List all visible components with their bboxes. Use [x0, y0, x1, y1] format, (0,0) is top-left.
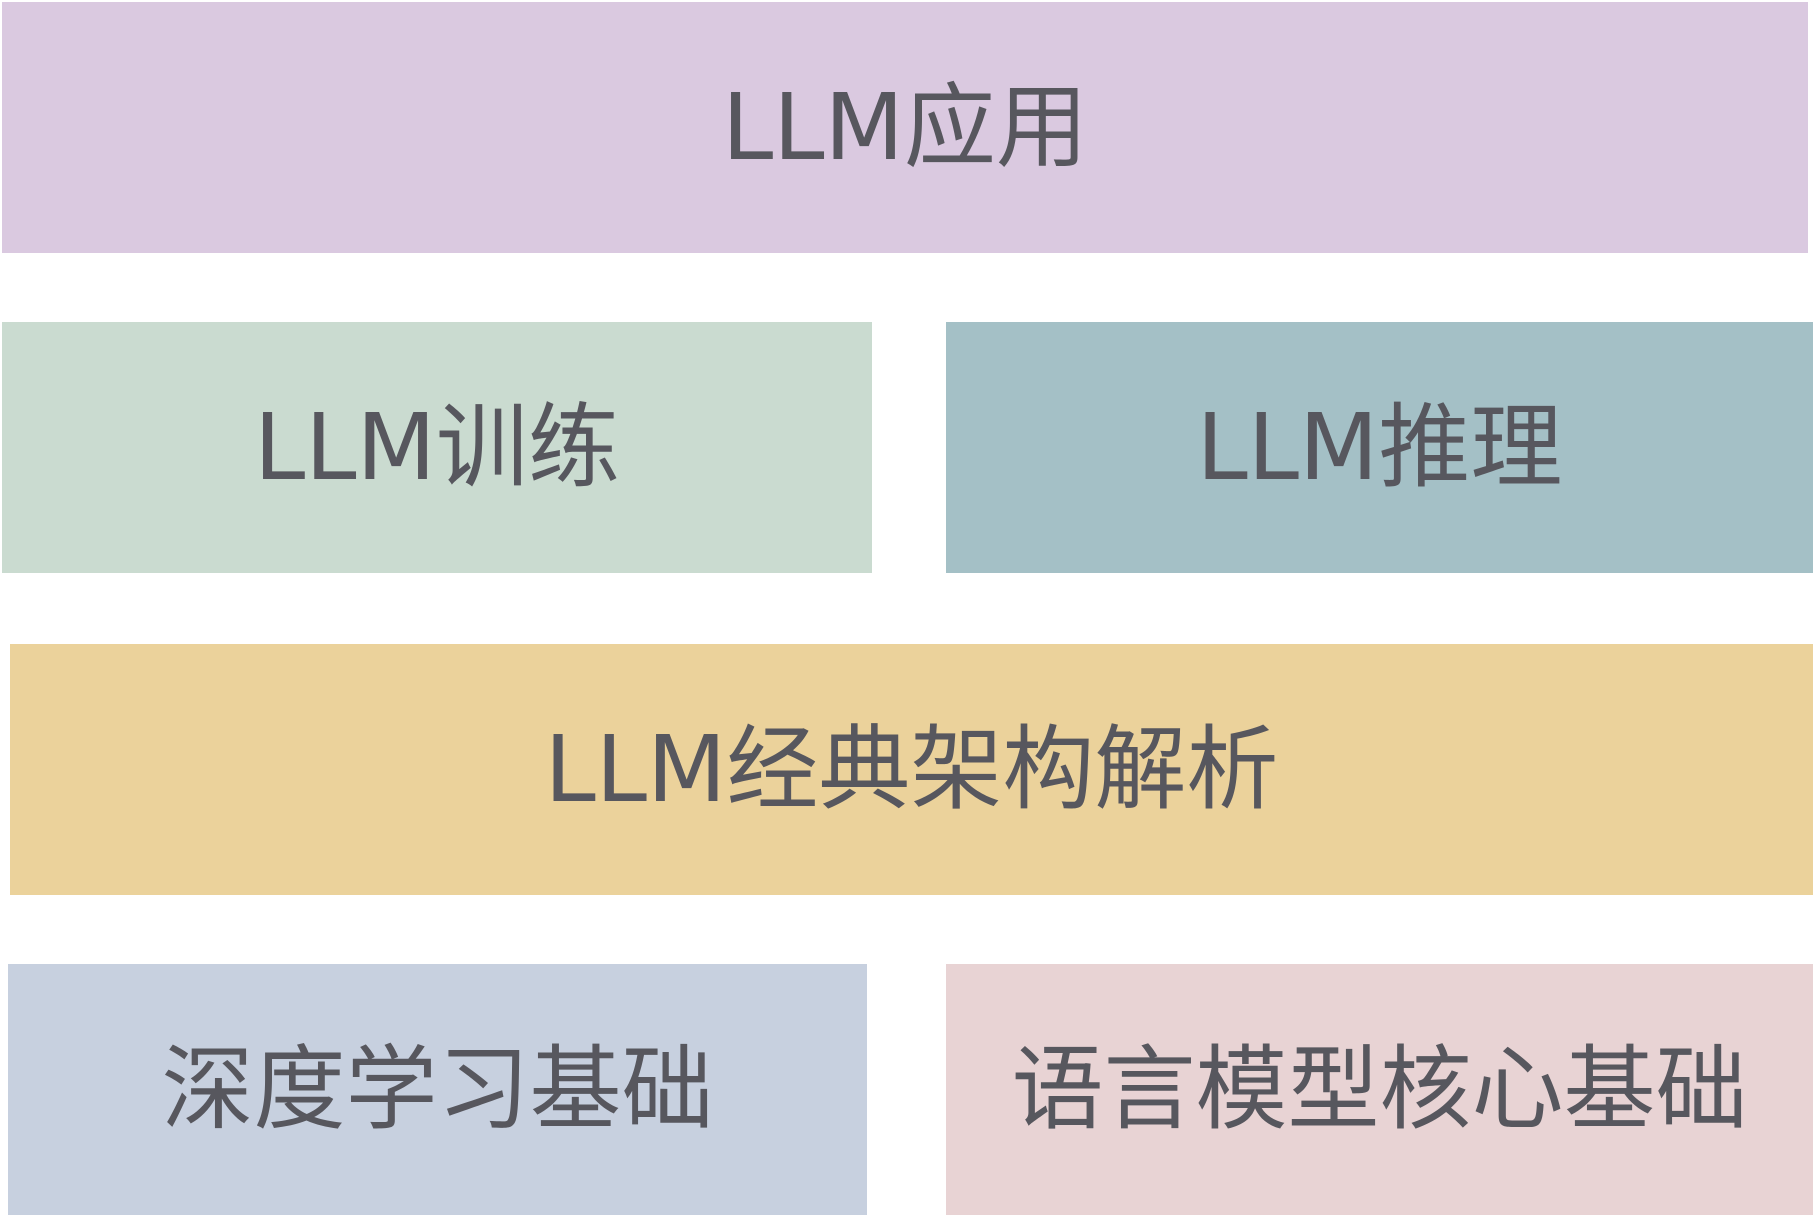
- training-layer-label: LLM训练: [254, 393, 620, 501]
- inference-layer-block: LLM推理: [946, 322, 1813, 573]
- deep-learning-layer-label: 深度学习基础: [161, 1035, 714, 1143]
- training-layer-block: LLM训练: [2, 322, 872, 573]
- lm-core-layer-label: 语言模型核心基础: [1011, 1035, 1748, 1143]
- deep-learning-layer-block: 深度学习基础: [8, 964, 867, 1215]
- architecture-layer-block: LLM经典架构解析: [10, 644, 1813, 895]
- application-layer-label: LLM应用: [722, 73, 1088, 181]
- application-layer-block: LLM应用: [2, 2, 1808, 253]
- inference-layer-label: LLM推理: [1196, 393, 1563, 501]
- lm-core-layer-block: 语言模型核心基础: [946, 964, 1813, 1215]
- architecture-layer-label: LLM经典架构解析: [544, 715, 1279, 823]
